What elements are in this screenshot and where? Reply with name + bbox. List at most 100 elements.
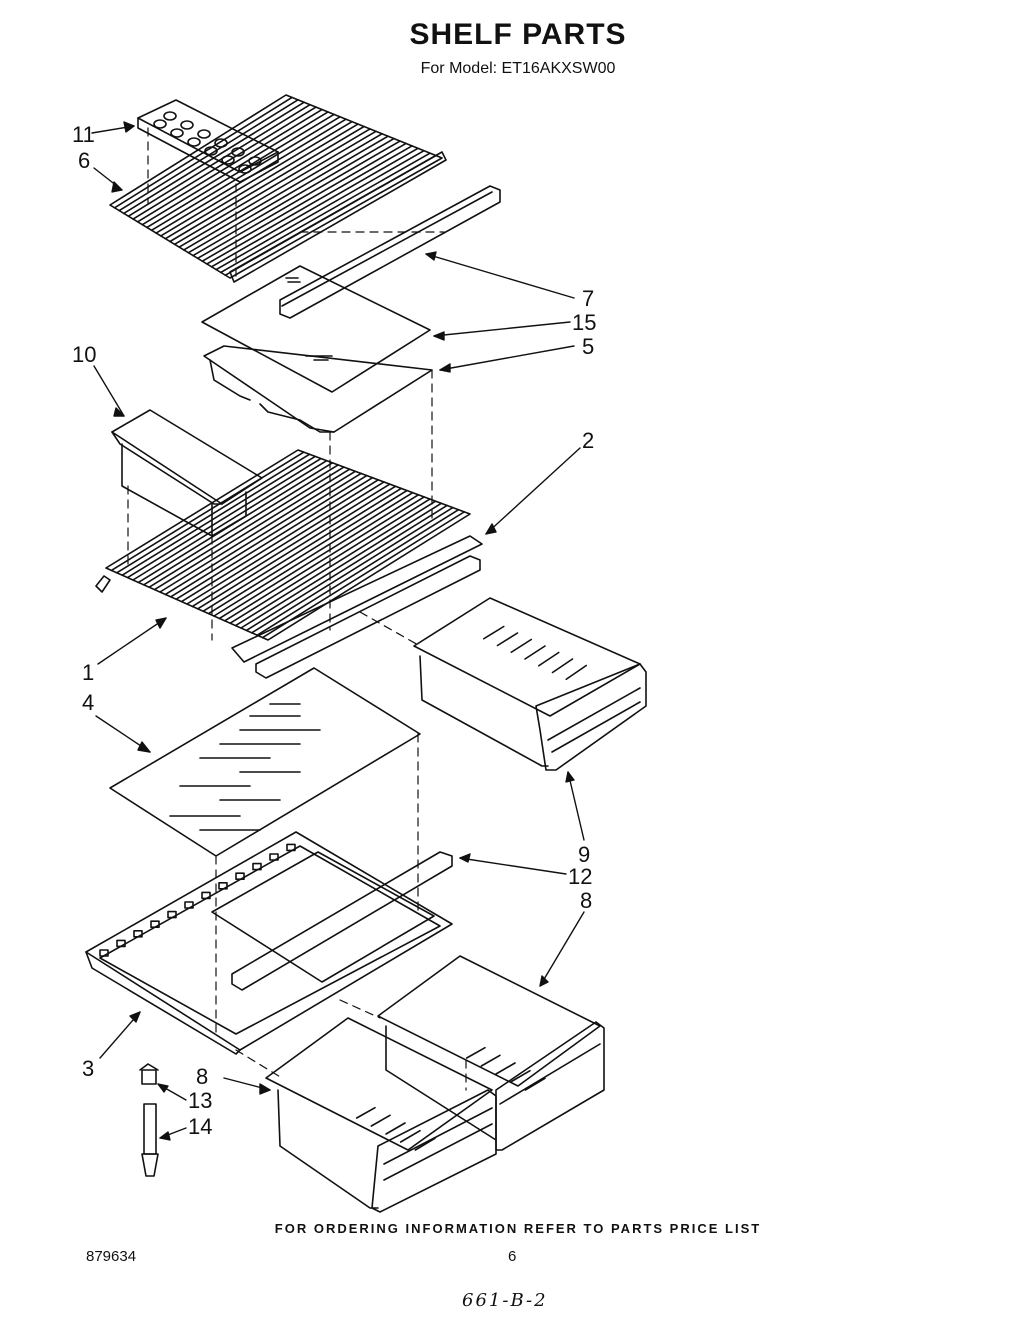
shelf-wire bbox=[128, 105, 310, 217]
shelf-wire bbox=[122, 456, 315, 575]
drawer-rib bbox=[496, 1063, 515, 1074]
vent-slot bbox=[253, 864, 261, 870]
drawer-rib bbox=[525, 1078, 545, 1090]
pan-rib bbox=[539, 653, 559, 666]
upper-wire-shelf-part bbox=[110, 95, 446, 282]
vent-slot bbox=[219, 883, 227, 889]
shelf-wire bbox=[252, 508, 453, 633]
shelf-wire bbox=[192, 484, 389, 606]
glass-shelf-part bbox=[110, 668, 420, 856]
vent-slot bbox=[100, 950, 108, 956]
ice-cube-cell bbox=[188, 138, 200, 146]
shelf-wire bbox=[241, 503, 441, 628]
leader-arrows bbox=[92, 122, 584, 1140]
callout-15: 15 bbox=[572, 310, 596, 335]
shelf-wire bbox=[133, 461, 327, 580]
ice-cube-cell bbox=[154, 120, 166, 128]
shelf-wire bbox=[219, 495, 418, 619]
drawer-rib bbox=[401, 1131, 420, 1142]
callout-8-left: 8 bbox=[196, 1064, 208, 1089]
pan-rib bbox=[525, 646, 545, 659]
shelf-wire bbox=[198, 486, 396, 609]
shelf-wire bbox=[133, 107, 316, 219]
shelf-wire bbox=[149, 467, 344, 587]
shelf-wire bbox=[263, 512, 465, 638]
callout-1: 1 bbox=[82, 660, 94, 685]
callout-4: 4 bbox=[82, 690, 94, 715]
shelf-wire bbox=[124, 102, 304, 213]
vent-slot bbox=[117, 940, 125, 946]
shelf-wire bbox=[216, 151, 424, 270]
callout-7: 7 bbox=[582, 286, 594, 311]
callout-11: 11 bbox=[72, 122, 95, 147]
drawer-rib bbox=[481, 1055, 500, 1066]
shelf-wire bbox=[214, 493, 413, 616]
shelf-trim-part bbox=[280, 186, 500, 318]
shelf-wire bbox=[144, 465, 338, 585]
ordering-note: FOR ORDERING INFORMATION REFER TO PARTS … bbox=[274, 1221, 762, 1236]
shelf-wire bbox=[128, 459, 321, 578]
shelf-wire bbox=[161, 122, 352, 236]
callout-13: 13 bbox=[188, 1088, 212, 1113]
left-crisper-drawer-part bbox=[266, 1018, 496, 1212]
shelf-wire bbox=[225, 156, 436, 276]
support-cap-part bbox=[140, 1064, 158, 1084]
shelf-wire bbox=[184, 134, 382, 250]
vent-slot bbox=[168, 912, 176, 918]
shelf-wire bbox=[147, 114, 334, 227]
shelf-wire bbox=[175, 129, 370, 244]
document-number: 879634 bbox=[86, 1248, 137, 1265]
drawer-rib bbox=[386, 1123, 405, 1134]
drawer-rib bbox=[511, 1071, 530, 1082]
callout-9: 9 bbox=[578, 842, 590, 867]
shelf-wire bbox=[160, 471, 355, 592]
callout-12: 12 bbox=[568, 864, 592, 889]
meat-pan-part bbox=[414, 598, 646, 770]
pan-rib bbox=[498, 633, 518, 646]
right-crisper-drawer-part bbox=[378, 956, 604, 1150]
page-number: 6 bbox=[508, 1248, 517, 1265]
shelf-wire bbox=[117, 454, 310, 573]
callout-2: 2 bbox=[582, 428, 594, 453]
drawer-rib bbox=[357, 1108, 375, 1118]
crisper-glass-cover-part bbox=[202, 266, 430, 392]
vent-slot bbox=[185, 902, 193, 908]
page-title: SHELF PARTS bbox=[409, 18, 627, 51]
shelf-wire bbox=[203, 488, 401, 611]
shelf-wire bbox=[138, 110, 322, 222]
shelf-wire bbox=[156, 119, 346, 233]
shelf-wire bbox=[176, 478, 372, 599]
assembly-guide-lines bbox=[128, 128, 466, 1090]
shelf-wire bbox=[165, 473, 361, 594]
shelf-wire bbox=[171, 476, 367, 597]
vent-slot bbox=[287, 844, 295, 850]
callout-3: 3 bbox=[82, 1056, 94, 1081]
drawer-rib bbox=[467, 1048, 485, 1058]
dairy-bin-part bbox=[112, 410, 262, 536]
shelf-support-pin-part bbox=[142, 1104, 158, 1176]
callout-14: 14 bbox=[188, 1114, 212, 1139]
ice-cube-cell bbox=[239, 165, 251, 173]
shelf-wire bbox=[187, 482, 384, 604]
pan-rib bbox=[566, 666, 586, 680]
main-wire-shelf-part bbox=[96, 450, 482, 678]
drawer-rib bbox=[415, 1138, 435, 1150]
pan-rib bbox=[511, 640, 531, 653]
shelf-wire bbox=[165, 124, 358, 239]
shelf-wire bbox=[138, 463, 332, 583]
handwritten-note: 661-B-2 bbox=[462, 1290, 548, 1311]
model-subtitle: For Model: ET16AKXSW00 bbox=[420, 60, 616, 77]
callout-5: 5 bbox=[582, 334, 594, 359]
shelf-wire bbox=[170, 127, 364, 242]
callout-6: 6 bbox=[78, 148, 90, 173]
shelf-wire bbox=[209, 491, 407, 614]
shelf-wire bbox=[111, 452, 303, 570]
ice-cube-cell bbox=[164, 112, 176, 120]
shelf-wire bbox=[182, 480, 379, 602]
vent-slot bbox=[236, 873, 244, 879]
pan-rib bbox=[484, 627, 504, 639]
shelf-wire bbox=[257, 510, 458, 635]
crisper-divider-part bbox=[232, 852, 452, 990]
shelf-wire bbox=[179, 131, 376, 247]
ice-cube-cell bbox=[198, 130, 210, 138]
